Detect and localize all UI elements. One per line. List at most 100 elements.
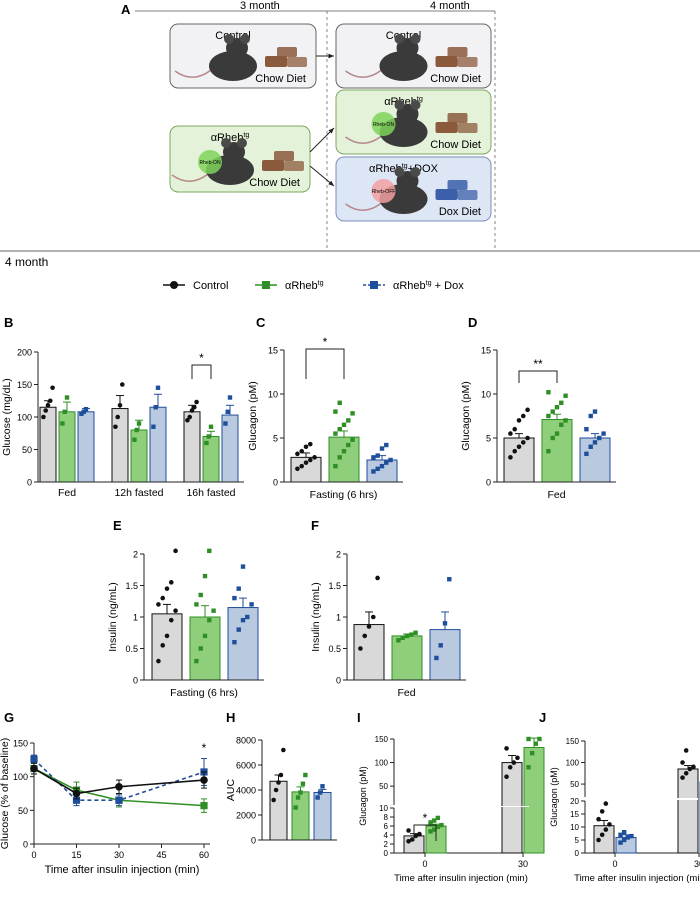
data-point — [281, 747, 286, 753]
x-tick-label: 12h fasted — [114, 487, 163, 499]
data-point — [625, 835, 631, 840]
data-point — [341, 422, 347, 427]
x-tick-label: 30 — [114, 850, 124, 860]
y-tick-label: 0 — [486, 478, 491, 488]
data-point — [271, 797, 276, 803]
data-point — [47, 398, 53, 404]
data-point — [236, 627, 241, 632]
significance-bracket — [305, 348, 345, 379]
food-pellet — [435, 122, 458, 133]
data-point — [295, 451, 300, 457]
data-point — [599, 832, 605, 838]
y-axis-label: Glucagon (pM) — [549, 767, 559, 827]
data-point — [442, 621, 448, 626]
data-point — [337, 400, 342, 405]
y-tick-label: 150 — [566, 737, 580, 746]
data-point — [337, 455, 342, 460]
y-tick-label: 6000 — [236, 761, 256, 771]
bar — [677, 768, 699, 854]
data-point — [379, 463, 385, 469]
mouse-ear — [394, 34, 405, 44]
data-point — [168, 580, 174, 585]
data-point — [240, 617, 246, 623]
data-point — [204, 440, 209, 446]
data-point — [512, 448, 518, 454]
data-point — [384, 460, 389, 465]
x-axis-label: Fed — [547, 489, 565, 501]
data-point — [511, 760, 517, 765]
data-point — [404, 633, 410, 639]
data-point — [173, 548, 178, 554]
panel-letter-g: G — [4, 710, 14, 725]
data-point — [683, 748, 689, 753]
data-point — [227, 395, 233, 400]
series-line — [33, 758, 205, 802]
y-tick-label: 0.5 — [125, 644, 138, 654]
bar — [353, 624, 385, 681]
y-tick-label: 1 — [336, 613, 341, 623]
y-tick-label: 50 — [379, 782, 388, 791]
data-point — [117, 403, 123, 408]
data-point — [439, 822, 444, 828]
x-tick-label: 45 — [156, 850, 166, 860]
data-point — [550, 409, 555, 414]
data-point — [136, 421, 142, 426]
x-tick-label: 0 — [612, 859, 617, 869]
data-point — [515, 755, 520, 761]
data-point — [236, 586, 241, 591]
significance-label: * — [423, 811, 428, 825]
data-point — [588, 444, 593, 449]
data-point — [312, 455, 317, 460]
data-point — [546, 413, 551, 419]
data-point — [691, 764, 696, 770]
data-point — [504, 746, 509, 751]
x-axis-label: Time after insulin injection (min) — [574, 873, 700, 884]
mouse-ear — [394, 100, 405, 110]
food-pellet — [457, 123, 478, 133]
data-point — [225, 409, 230, 414]
legend-marker — [170, 281, 178, 289]
y-axis-label: Glucagon (pM) — [247, 381, 259, 450]
legend-label: Control — [193, 280, 228, 292]
data-point — [276, 780, 281, 785]
data-point — [194, 658, 199, 664]
data-point — [173, 608, 178, 613]
section-label: 4 month — [5, 255, 48, 269]
data-point — [687, 766, 693, 772]
data-point — [438, 643, 443, 648]
data-point — [115, 782, 123, 791]
y-tick-label: 8000 — [236, 736, 256, 746]
data-point — [240, 564, 246, 569]
y-tick-label: 10 — [570, 823, 579, 832]
rheb-badge — [371, 179, 396, 203]
x-tick-label: 0 — [31, 850, 36, 860]
data-point — [153, 405, 158, 410]
data-point — [115, 796, 123, 804]
data-point — [563, 393, 568, 398]
data-point — [428, 820, 433, 825]
x-tick-label: 60 — [199, 850, 209, 860]
data-point — [596, 837, 601, 843]
mouse-ear — [410, 167, 421, 177]
data-point — [303, 772, 308, 778]
data-point — [592, 440, 598, 445]
significance-bracket — [413, 824, 437, 841]
data-point — [333, 463, 338, 469]
data-point — [413, 630, 418, 635]
data-point — [208, 424, 214, 429]
data-point — [596, 816, 601, 822]
data-point — [346, 442, 351, 448]
y-tick-label: 0 — [27, 478, 32, 488]
data-point — [206, 434, 211, 439]
significance-label: ** — [533, 357, 543, 371]
y-tick-label: 5 — [273, 434, 278, 444]
data-point — [358, 646, 363, 651]
y-tick-label: 100 — [566, 759, 580, 768]
x-axis-label: Fasting (6 hrs) — [310, 489, 378, 501]
data-point — [72, 789, 81, 798]
bar — [77, 411, 95, 483]
data-point — [295, 795, 301, 800]
